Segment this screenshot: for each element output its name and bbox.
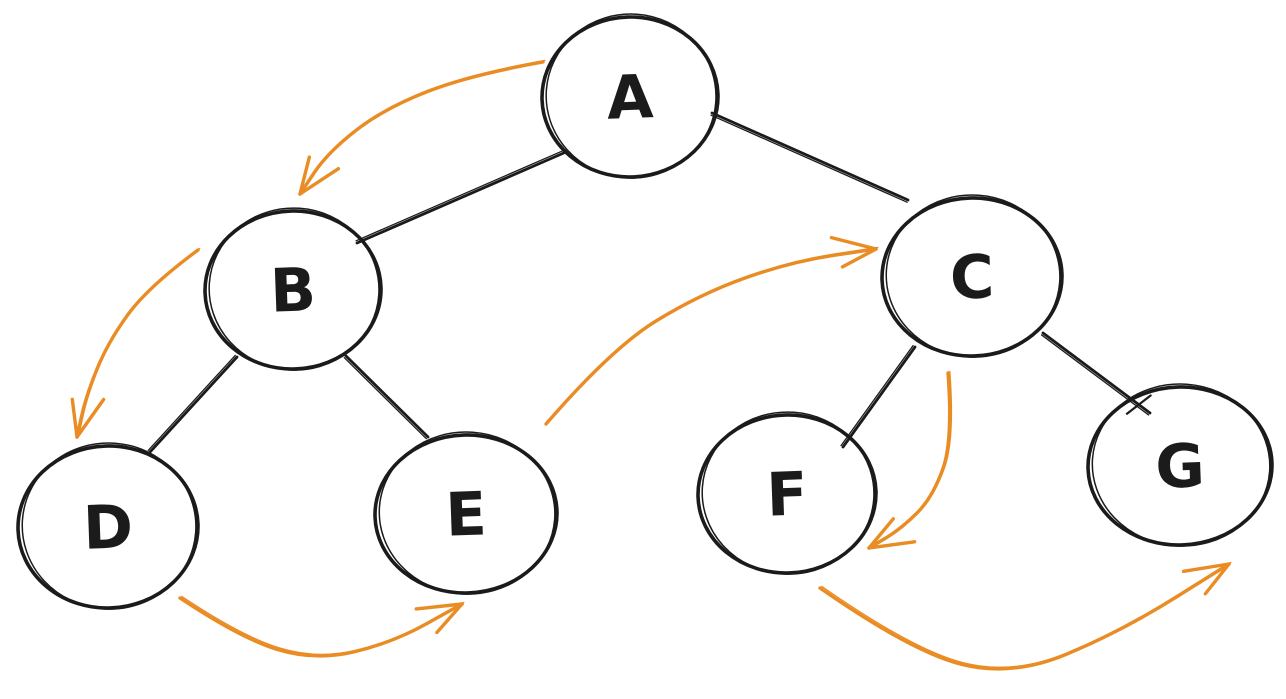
node-circle [203, 209, 383, 371]
arrow-shaft [818, 562, 1231, 671]
arrow-shaft-echo [181, 595, 465, 656]
arrow-shaft-echo [821, 561, 1232, 668]
arrow-shaft [298, 60, 545, 196]
edge-line [148, 355, 239, 454]
node-label-c: C [949, 242, 995, 313]
edge-line-echo [840, 344, 914, 447]
arrowhead-barb-1 [298, 166, 341, 196]
arrow-shaft-echo [547, 246, 879, 424]
tree-node-b [203, 207, 383, 371]
traversal-arrow-d-e [178, 595, 465, 658]
edge-line-echo [355, 149, 566, 242]
edge-line-echo [710, 114, 908, 203]
edge-line-echo [147, 354, 236, 452]
arrowhead-barb-2 [1203, 562, 1231, 596]
arrow-shaft-echo [78, 247, 201, 437]
arrowhead-barb-1 [414, 602, 464, 611]
tree-node-e [373, 431, 559, 595]
tree-node-a [540, 13, 720, 179]
arrowhead-barb-1 [75, 397, 106, 439]
edge-line-echo [1040, 334, 1150, 416]
edge-c-f [840, 344, 917, 449]
node-circle-echo [885, 194, 1061, 358]
arrow-shaft [867, 371, 952, 550]
node-label-b: B [269, 255, 317, 327]
edge-a-c [710, 111, 910, 203]
node-circle-echo [545, 13, 717, 179]
node-circle-echo [21, 442, 197, 610]
node-circle [373, 433, 559, 595]
node-circle [540, 15, 720, 179]
node-label-e: E [444, 479, 487, 550]
arrowhead-barb-2 [298, 155, 312, 196]
edge-line [1041, 331, 1152, 415]
traversal-arrow-f-g [818, 561, 1232, 671]
tree-node-c [880, 194, 1064, 358]
tree-node-d [16, 442, 200, 610]
edge-b-e [343, 354, 430, 440]
tree-node-g [1086, 383, 1274, 547]
edge-line [710, 111, 910, 202]
traversal-arrow-e-c [544, 235, 879, 426]
node-label-d: D [82, 492, 134, 564]
arrow-shaft [178, 596, 464, 658]
tree-edges-layer [147, 111, 1152, 454]
arrow-shaft [544, 247, 878, 426]
arrowhead-barb-2 [435, 602, 464, 635]
node-circle [696, 413, 878, 575]
edge-line [841, 345, 917, 449]
edge-overshoot-tick [1125, 394, 1152, 415]
node-circle-echo [378, 431, 556, 595]
node-circle-echo [1091, 383, 1271, 547]
edge-b-d [147, 354, 239, 454]
node-label-a: A [606, 62, 655, 134]
arrowhead-barb-1 [829, 235, 878, 251]
edge-line-echo [343, 357, 427, 440]
arrowhead-barb-2 [840, 247, 878, 269]
traversal-arrows-layer [70, 59, 1232, 671]
node-circle [16, 444, 200, 610]
traversal-arrow-c-f [867, 370, 953, 550]
tree-nodes-layer [16, 13, 1274, 610]
traversal-arrow-a-b [298, 59, 546, 196]
node-label-g: G [1154, 431, 1206, 503]
traversal-arrow-b-d [70, 247, 201, 439]
edge-line [344, 354, 430, 439]
node-labels-layer: A B C D E F G [82, 62, 1206, 564]
edge-a-b [355, 149, 568, 245]
arrowhead-barb-1 [1181, 562, 1231, 574]
node-circle [1086, 385, 1274, 547]
node-circle-echo [208, 207, 380, 371]
arrowhead-barb-1 [867, 540, 917, 550]
edge-c-g [1040, 331, 1152, 416]
node-label-f: F [765, 459, 808, 530]
arrowhead-barb-2 [70, 397, 79, 439]
arrowhead-barb-2 [867, 517, 896, 550]
arrow-shaft-echo [301, 59, 546, 194]
tree-node-f [696, 411, 878, 575]
node-circle-echo [701, 411, 875, 575]
arrow-shaft-echo [870, 370, 953, 548]
edge-line [355, 150, 568, 245]
node-circle [880, 196, 1064, 358]
